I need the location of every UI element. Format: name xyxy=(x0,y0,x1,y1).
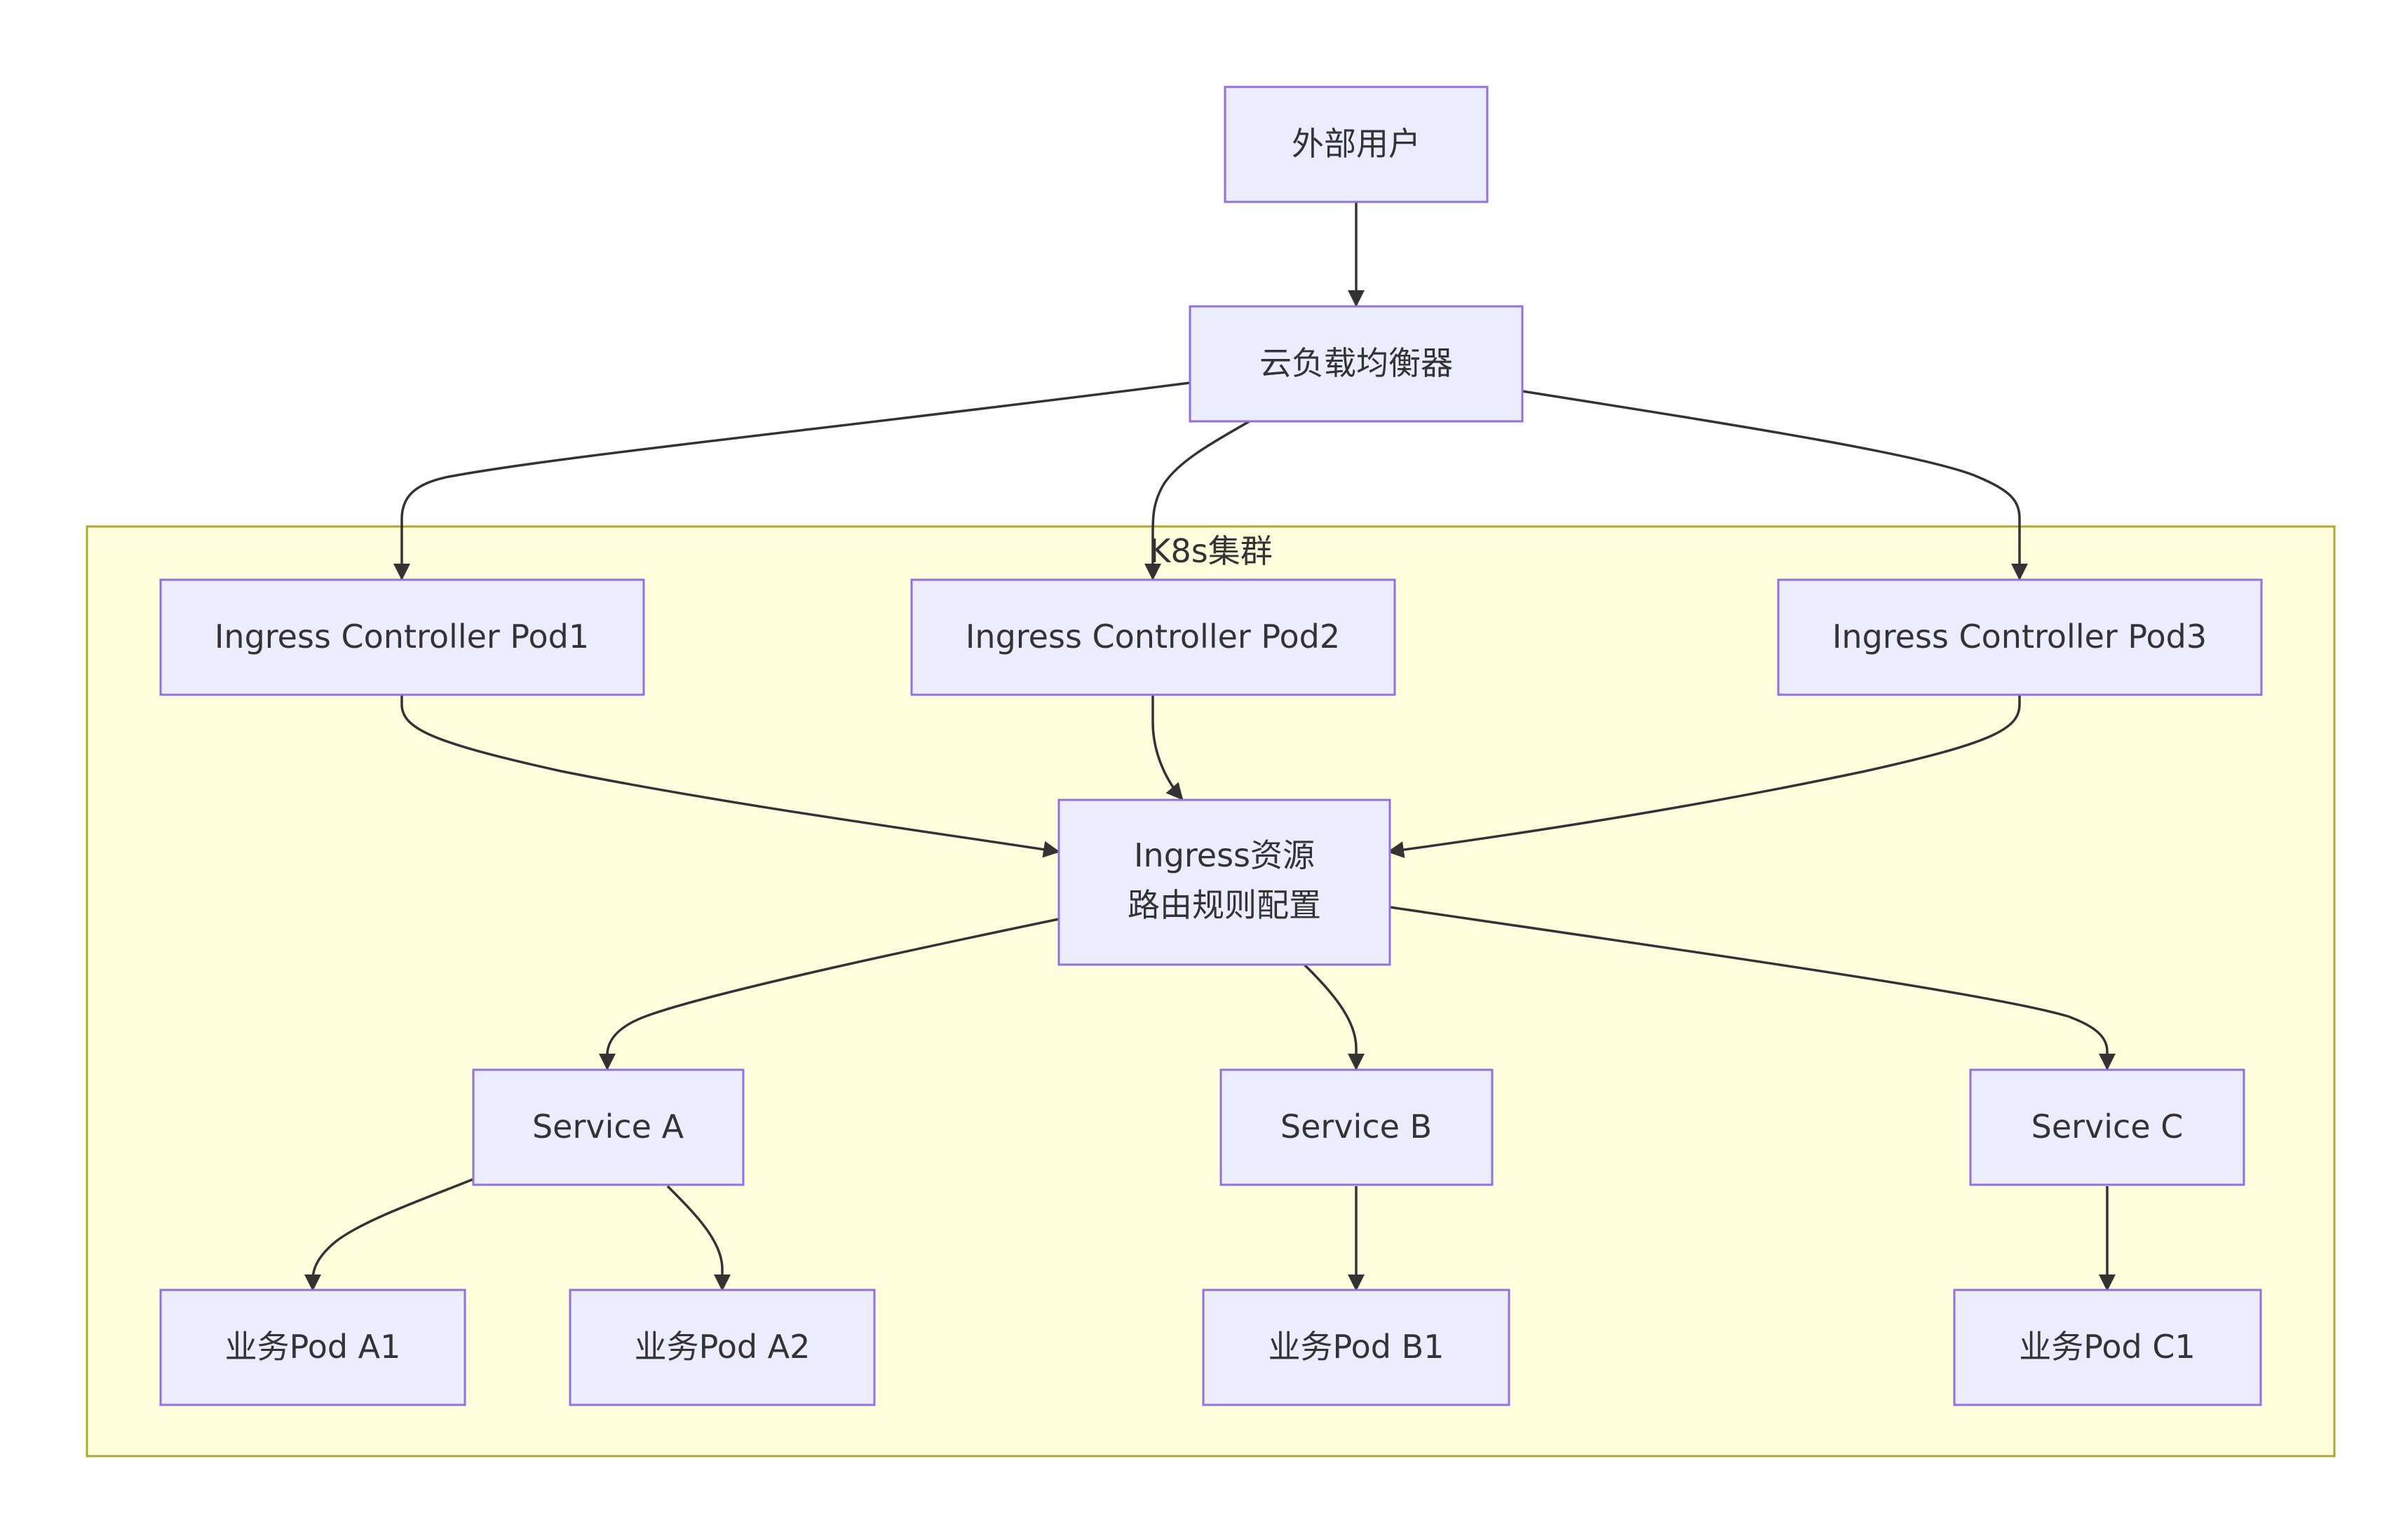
edge-lb-ic3 xyxy=(1522,390,2028,580)
edges xyxy=(304,202,2116,1291)
node-business-pod-b1[interactable]: 业务Pod B1 xyxy=(1202,1289,1510,1406)
nodes: 外部用户 云负载均衡器 Ingress Controller Pod1 Ingr… xyxy=(159,86,2263,1406)
edge-ingress-svcA xyxy=(599,918,1060,1071)
node-service-a[interactable]: Service A xyxy=(472,1068,745,1186)
node-cloud-load-balancer[interactable]: 云负载均衡器 xyxy=(1189,305,1524,423)
node-ingress-controller-pod1[interactable]: Ingress Controller Pod1 xyxy=(159,578,645,696)
node-label: Ingress Controller Pod1 xyxy=(215,618,589,655)
node-box[interactable] xyxy=(1777,578,2263,696)
node-ingress-controller-pod3[interactable]: Ingress Controller Pod3 xyxy=(1777,578,2263,696)
edge-ic3-ingress xyxy=(1387,695,2021,858)
node-business-pod-a2[interactable]: 业务Pod A2 xyxy=(569,1289,876,1406)
node-box[interactable] xyxy=(1202,1289,1510,1406)
edge-ingress-svcB xyxy=(1303,963,1365,1071)
edge-lb-ic2 xyxy=(1144,420,1250,580)
edge-lb-ic1 xyxy=(393,381,1191,580)
node-box[interactable] xyxy=(569,1289,876,1406)
node-box[interactable] xyxy=(159,578,645,696)
node-label: 业务Pod A2 xyxy=(635,1328,811,1366)
node-service-b[interactable]: Service B xyxy=(1219,1068,1494,1186)
node-label: 外部用户 xyxy=(1292,125,1421,163)
edge-ic2-ingress xyxy=(1151,695,1184,801)
node-box[interactable] xyxy=(1953,1289,2262,1406)
node-label-line1: Ingress资源 xyxy=(1134,836,1315,874)
edge-svcA-podA1 xyxy=(304,1178,474,1291)
node-ingress-resource[interactable]: Ingress资源 路由规则配置 xyxy=(1057,798,1391,966)
node-label: Ingress Controller Pod2 xyxy=(966,618,1340,655)
node-ingress-controller-pod2[interactable]: Ingress Controller Pod2 xyxy=(910,578,1396,696)
node-box[interactable] xyxy=(1224,86,1489,203)
node-business-pod-c1[interactable]: 业务Pod C1 xyxy=(1953,1289,2262,1406)
node-label: 业务Pod A1 xyxy=(225,1328,401,1366)
node-label: 云负载均衡器 xyxy=(1259,344,1453,382)
node-service-c[interactable]: Service C xyxy=(1969,1068,2245,1186)
node-box[interactable] xyxy=(1219,1068,1494,1186)
node-label: 业务Pod B1 xyxy=(1269,1328,1445,1366)
node-label: Service A xyxy=(532,1108,684,1146)
node-box[interactable] xyxy=(1969,1068,2245,1186)
edge-ingress-svcC xyxy=(1389,906,2116,1071)
node-box[interactable] xyxy=(910,578,1396,696)
node-label-line2: 路由规则配置 xyxy=(1128,886,1321,924)
node-box[interactable] xyxy=(159,1289,466,1406)
node-label: Service C xyxy=(2031,1108,2184,1146)
node-label: Ingress Controller Pod3 xyxy=(1832,618,2207,655)
node-label: Service B xyxy=(1280,1108,1432,1146)
node-box[interactable] xyxy=(1057,798,1391,966)
cluster-label: K8s集群 xyxy=(1149,532,1272,570)
node-external-user[interactable]: 外部用户 xyxy=(1224,86,1489,203)
node-label: 业务Pod C1 xyxy=(2019,1328,2195,1366)
edge-svcA-podA2 xyxy=(666,1185,731,1291)
node-box[interactable] xyxy=(1189,305,1524,423)
node-box[interactable] xyxy=(472,1068,745,1186)
edge-ic1-ingress xyxy=(400,695,1060,858)
node-business-pod-a1[interactable]: 业务Pod A1 xyxy=(159,1289,466,1406)
